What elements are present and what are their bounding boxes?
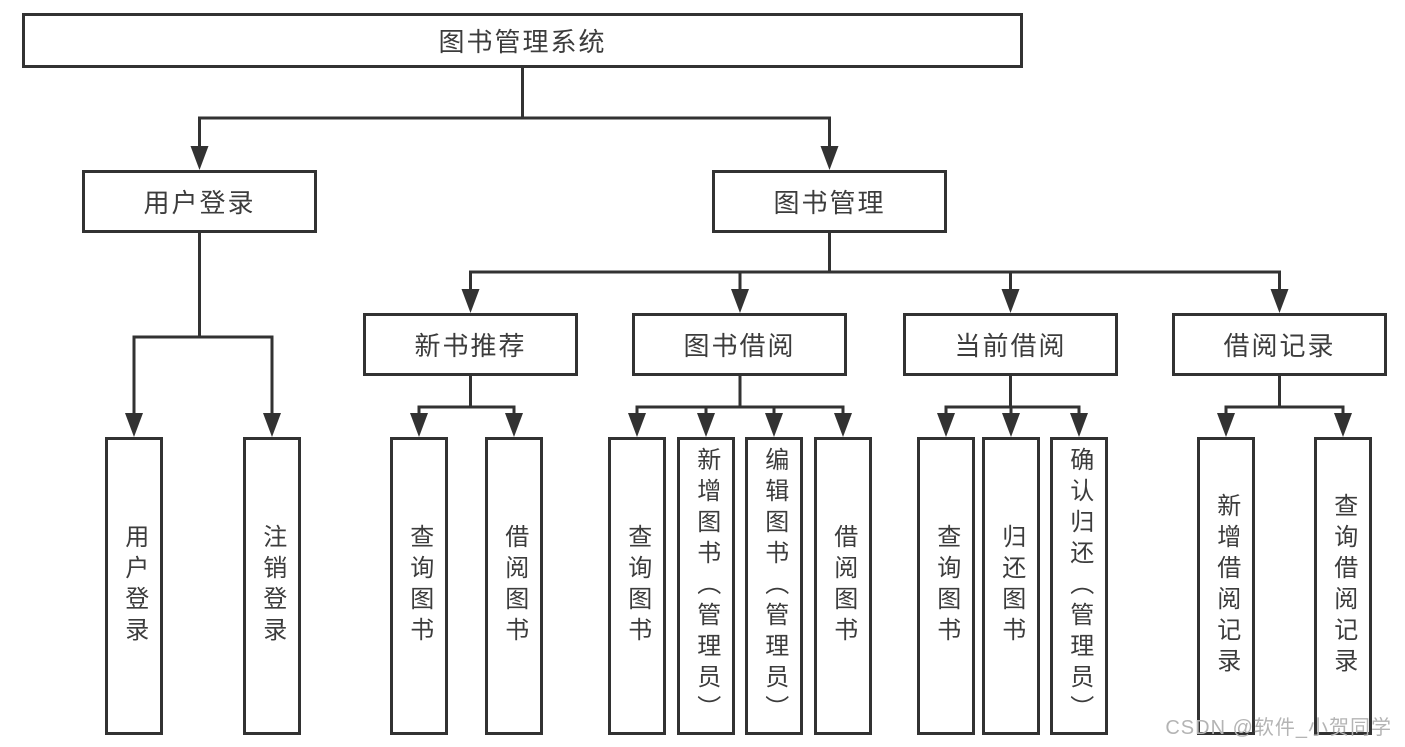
- leaf-records-query-label: 查询借阅记录: [1329, 493, 1357, 679]
- leaf-borrow-book: 借阅图书: [814, 437, 872, 735]
- leaf-logout: 注销登录: [243, 437, 301, 735]
- node-user-login-label: 用户登录: [143, 188, 256, 218]
- leaf-newbook-query: 查询图书: [390, 437, 448, 735]
- leaf-newbook-borrow: 借阅图书: [485, 437, 543, 735]
- leaf-current-confirm-return-label: 确认归还（管理员）: [1065, 446, 1093, 726]
- leaf-current-query-label: 查询图书: [932, 524, 960, 648]
- node-root: 图书管理系统: [22, 13, 1023, 68]
- node-new-book: 新书推荐: [363, 313, 578, 376]
- leaf-records-query: 查询借阅记录: [1314, 437, 1372, 735]
- leaf-borrow-edit-label: 编辑图书（管理员）: [760, 446, 788, 726]
- node-borrow-records-label: 借阅记录: [1223, 331, 1336, 361]
- connector-user-login-to-leaves: [125, 233, 281, 437]
- leaf-borrow-add: 新增图书（管理员）: [677, 437, 735, 735]
- csdn-watermark: CSDN @软件_小贺同学: [1165, 717, 1392, 739]
- node-root-label: 图书管理系统: [438, 27, 607, 57]
- leaf-borrow-query: 查询图书: [608, 437, 666, 735]
- leaf-current-return-label: 归还图书: [997, 524, 1025, 648]
- leaf-borrow-edit: 编辑图书（管理员）: [745, 437, 803, 735]
- leaf-newbook-borrow-label: 借阅图书: [500, 524, 528, 648]
- node-current-borrow-label: 当前借阅: [954, 331, 1067, 361]
- connector-borrow-to-leaves: [628, 376, 852, 437]
- leaf-current-return: 归还图书: [982, 437, 1040, 735]
- node-book-mgmt: 图书管理: [712, 170, 947, 233]
- node-user-login: 用户登录: [82, 170, 317, 233]
- connector-records-to-leaves: [1217, 376, 1352, 437]
- connector-current-to-leaves: [937, 376, 1088, 437]
- leaf-current-confirm-return: 确认归还（管理员）: [1050, 437, 1108, 735]
- leaf-logout-label: 注销登录: [258, 524, 286, 648]
- leaf-records-add-label: 新增借阅记录: [1212, 493, 1240, 679]
- connector-root-to-level2: [190, 68, 839, 170]
- leaf-user-login-label: 用户登录: [120, 524, 148, 648]
- node-borrow-records: 借阅记录: [1172, 313, 1387, 376]
- leaf-borrow-book-label: 借阅图书: [829, 524, 857, 648]
- connector-new-book-to-leaves: [410, 376, 523, 437]
- leaf-borrow-add-label: 新增图书（管理员）: [692, 446, 720, 726]
- leaf-newbook-query-label: 查询图书: [405, 524, 433, 648]
- leaf-borrow-query-label: 查询图书: [623, 524, 651, 648]
- node-new-book-label: 新书推荐: [414, 331, 527, 361]
- node-book-borrow: 图书借阅: [632, 313, 847, 376]
- leaf-user-login: 用户登录: [105, 437, 163, 735]
- node-book-mgmt-label: 图书管理: [773, 188, 886, 218]
- leaf-current-query: 查询图书: [917, 437, 975, 735]
- node-current-borrow: 当前借阅: [903, 313, 1118, 376]
- node-book-borrow-label: 图书借阅: [683, 331, 796, 361]
- connector-book-mgmt-to-level3: [461, 233, 1289, 313]
- leaf-records-add: 新增借阅记录: [1197, 437, 1255, 735]
